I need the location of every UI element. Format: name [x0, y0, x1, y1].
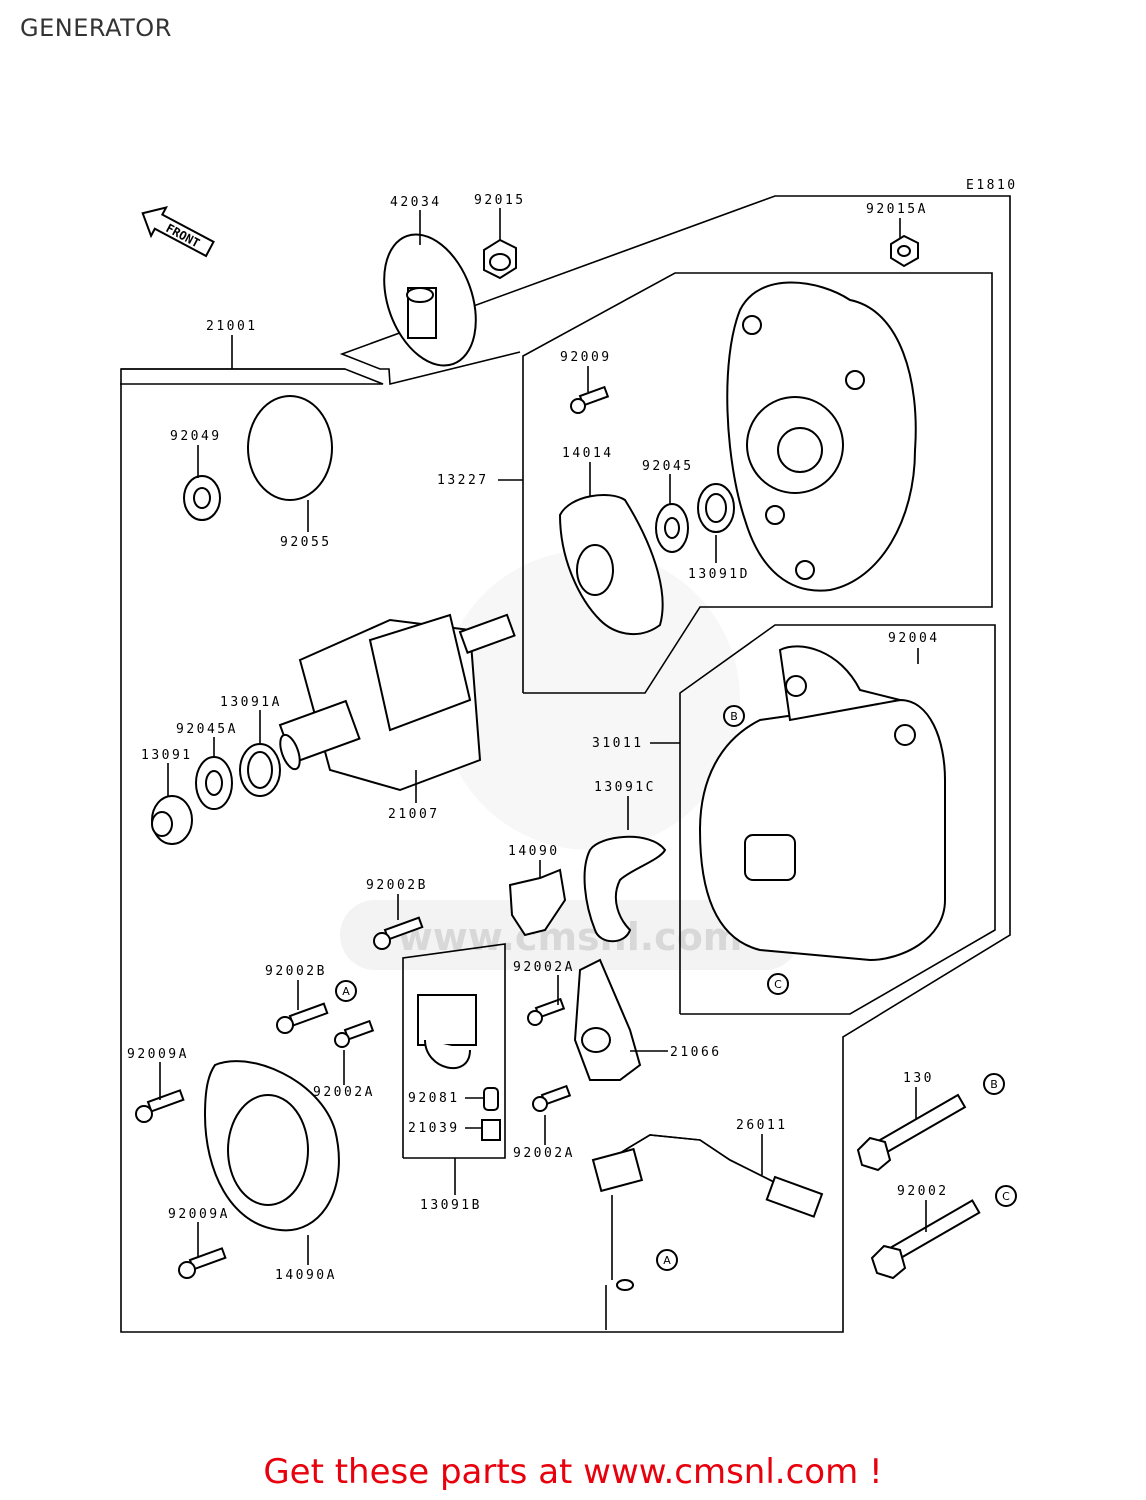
part-label: 92002A	[513, 960, 575, 975]
svg-text:B: B	[730, 710, 738, 723]
ring-13091D	[697, 483, 735, 533]
watermark-text: www.cmsnl.com	[398, 915, 743, 959]
part-label: 13091	[141, 748, 193, 763]
part-label: 92002B	[366, 878, 428, 893]
part-label: 92002	[897, 1184, 949, 1199]
lead-wire-26011	[591, 1134, 824, 1330]
diagram-code: E1810	[966, 178, 1018, 193]
callout-B-lower: B	[983, 1073, 1005, 1095]
part-label: 42034	[390, 195, 442, 210]
bearing-92049	[183, 475, 221, 521]
part-label: 14014	[562, 446, 614, 461]
bolt-92002	[870, 1199, 981, 1280]
svg-text:C: C	[1002, 1190, 1010, 1203]
regulator-21066	[573, 958, 642, 1081]
generator-exploded-diagram: www.cmsnl.com E1810 FRONT	[120, 178, 1018, 1333]
bearing-92045A	[195, 756, 233, 810]
part-label: 92015	[474, 193, 526, 208]
front-housing-13227	[726, 281, 917, 592]
part-label: 26011	[736, 1118, 788, 1133]
svg-text:C: C	[774, 978, 782, 991]
part-label: 13227	[437, 473, 489, 488]
part-label: 92081	[408, 1091, 460, 1106]
screw-92002B-upper	[373, 916, 424, 950]
part-label: 92009A	[127, 1047, 189, 1062]
holder-14090	[508, 868, 567, 937]
part-label: 14090	[508, 844, 560, 859]
part-label: 92004	[888, 631, 940, 646]
part-label: 21066	[670, 1045, 722, 1060]
ring-13091A	[239, 743, 281, 797]
screw-92009A-upper	[135, 1089, 185, 1123]
part-label: 92009	[560, 350, 612, 365]
part-label: 92045A	[176, 722, 238, 737]
callout-A-upper: A	[335, 980, 357, 1002]
part-label: 92009A	[168, 1207, 230, 1222]
svg-text:A: A	[342, 985, 350, 998]
brush-21039	[481, 1119, 501, 1141]
callout-C-lower: C	[995, 1185, 1017, 1207]
front-arrow-icon: FRONT	[141, 206, 215, 258]
nut-92015	[483, 238, 517, 280]
part-label: 92015A	[866, 202, 928, 217]
frame-21001	[120, 368, 384, 385]
watermark-logo: www.cmsnl.com	[340, 550, 800, 970]
part-label: 92049	[170, 429, 222, 444]
frame-21001-outline	[120, 195, 1011, 1333]
part-label: 13091B	[420, 1198, 482, 1213]
rear-housing-31011	[698, 645, 946, 962]
leader-lines	[159, 208, 927, 1265]
frame-13227	[522, 272, 993, 694]
part-label: 21001	[206, 319, 258, 334]
brush-holder-13091B	[417, 994, 477, 1069]
bolt-130	[856, 1093, 967, 1172]
cover-13091C	[583, 835, 667, 943]
plate-14014	[558, 494, 664, 636]
callout-B-upper: B	[723, 705, 745, 727]
footer-cta-link[interactable]: Get these parts at www.cmsnl.com !	[263, 1452, 883, 1492]
callout-A-lower: A	[656, 1249, 678, 1271]
bearing-92045	[655, 503, 689, 553]
screw-92009A-lower	[178, 1247, 227, 1279]
callout-C-upper: C	[767, 973, 789, 995]
page-title: GENERATOR	[20, 14, 172, 42]
part-label: 21039	[408, 1121, 460, 1136]
part-label: 92045	[642, 459, 694, 474]
part-labels: 42034 92015 92015A 21001 92049 92055 920…	[127, 193, 949, 1283]
part-label: 92002A	[513, 1146, 575, 1161]
cover-14090A	[203, 1060, 340, 1232]
collar-13091	[151, 795, 193, 845]
spring-92081	[483, 1087, 499, 1111]
o-ring-92055	[247, 395, 333, 501]
frame-13091b	[402, 943, 506, 1159]
screw-92002B-lower	[276, 1002, 329, 1034]
rotor-21007	[278, 613, 516, 792]
part-label: 31011	[592, 736, 644, 751]
nut-92015A	[890, 234, 919, 268]
screw-92002A-lower-right	[532, 1084, 572, 1112]
pulley-42034	[383, 233, 477, 367]
part-label: 13091C	[594, 780, 656, 795]
part-label: 21007	[388, 807, 440, 822]
part-label: 13091A	[220, 695, 282, 710]
part-label: 13091D	[688, 567, 750, 582]
screw-92002A-left	[334, 1019, 375, 1048]
svg-text:A: A	[663, 1254, 671, 1267]
screw-92009	[570, 385, 610, 414]
part-label: 92002B	[265, 964, 327, 979]
part-label: 92055	[280, 535, 332, 550]
part-label: 92002A	[313, 1085, 375, 1100]
part-label: 130	[903, 1071, 934, 1086]
screw-92002A-upper-right	[527, 997, 566, 1026]
svg-text:B: B	[990, 1078, 998, 1091]
frame-31011	[679, 624, 996, 1015]
part-label: 14090A	[275, 1268, 337, 1283]
